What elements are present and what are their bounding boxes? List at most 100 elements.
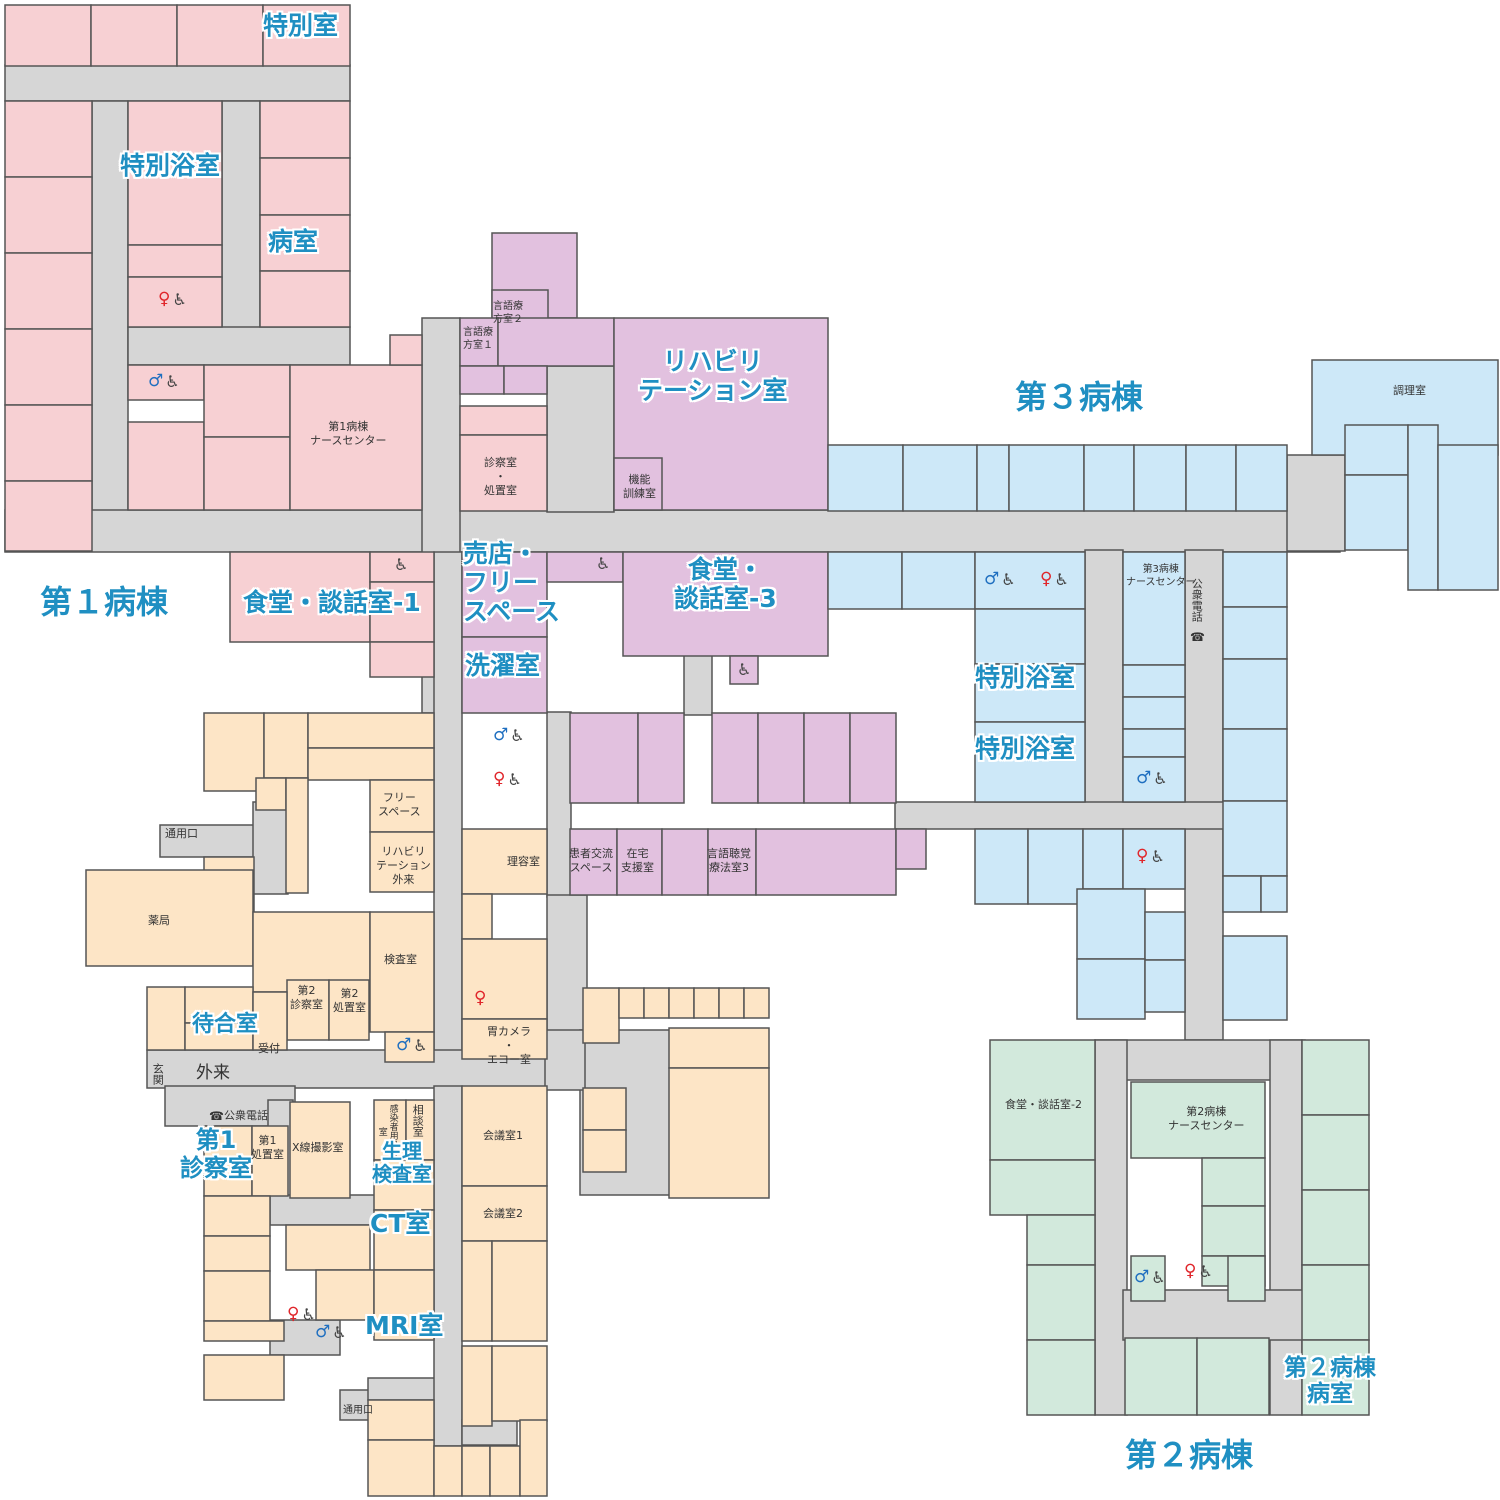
room [203,1125,253,1197]
room [1026,1339,1096,1416]
room [203,1320,285,1342]
room [4,328,93,406]
room [1235,444,1288,512]
room [369,641,435,678]
room [459,434,548,512]
wheelchair-icon: ♿ [1150,846,1165,866]
room [1301,1339,1370,1416]
room [4,404,93,482]
room [90,4,178,67]
room [755,828,897,896]
room [176,4,264,67]
wheelchair-icon: ♿ [394,555,409,574]
corridor [683,654,713,716]
wheelchair-icon: ♿ [332,1322,347,1342]
room [146,986,186,1051]
room [461,1185,548,1242]
room [1133,444,1187,512]
room [461,636,548,714]
corridor [433,551,463,1063]
room [1027,828,1084,905]
corridor [1286,454,1346,552]
room [1344,474,1409,551]
room [259,157,351,216]
room [369,911,435,1033]
room [328,979,370,1041]
room [1301,1189,1370,1266]
restroom-female-icon: ♀ [474,988,487,1008]
wheelchair-icon: ♿ [1151,1267,1166,1287]
room [315,1269,375,1321]
corridor [127,326,351,366]
room [643,987,670,1019]
room [369,831,435,893]
room [757,712,805,804]
restroom-female-accessible-icon: ♀♿ [158,291,187,308]
room [1124,1337,1198,1416]
female-icon: ♀ [1040,569,1053,589]
wheelchair-icon: ♿ [165,371,180,391]
room [1344,424,1409,476]
corridor [269,1194,381,1226]
restroom-male-accessible-icon: ♂♿ [984,571,1016,588]
restroom-female-accessible-icon: ♀♿ [1136,848,1165,865]
restroom-male-accessible-icon: ♂♿ [396,1037,428,1054]
room [582,1087,627,1131]
room [1122,551,1186,666]
corridor [4,509,1341,553]
room [203,712,265,792]
room [803,712,851,804]
room [289,1101,351,1199]
room [1301,1039,1370,1116]
room [1144,911,1186,961]
male-icon: ♂ [493,725,509,745]
room [184,1022,254,1051]
room [1122,756,1186,803]
room [718,987,745,1019]
wheelchair-icon: ♿ [413,1035,428,1055]
room [622,551,829,657]
room [497,317,615,367]
room [1076,888,1146,960]
public-phone-icon: ☎ [209,1109,224,1123]
room [1076,958,1146,1020]
room [367,1399,435,1441]
room [373,1209,435,1271]
room [461,1240,493,1342]
restroom-female-accessible-icon: ♀♿ [287,1306,316,1323]
corridor [546,894,588,1034]
room [1144,959,1186,1013]
corridor [894,801,1236,830]
room [1196,1337,1270,1416]
room [743,987,770,1019]
room [668,987,695,1019]
female-icon: ♀ [493,769,506,789]
room [203,1354,285,1401]
room [259,270,351,328]
room [989,1039,1096,1161]
room [461,1345,493,1427]
room [668,1027,770,1069]
corridor [1184,549,1224,1041]
male-icon: ♂ [396,1035,412,1055]
room [489,1445,521,1497]
room [4,252,93,330]
room [4,176,93,254]
corridor [546,365,615,513]
room [384,1031,435,1063]
room [252,991,288,1051]
wheelchair-icon: ♿ [1054,569,1069,589]
room [263,712,309,779]
wheelchair-icon: ♿ [737,660,752,679]
room [369,551,435,583]
corridor [91,100,129,552]
male-icon: ♂ [984,569,1000,589]
female-icon: ♀ [1184,1261,1197,1281]
room [373,1099,407,1161]
male-icon: ♂ [1134,1267,1150,1287]
room [827,444,904,512]
room [1026,1264,1096,1341]
room [976,444,1010,512]
room [405,1099,435,1161]
